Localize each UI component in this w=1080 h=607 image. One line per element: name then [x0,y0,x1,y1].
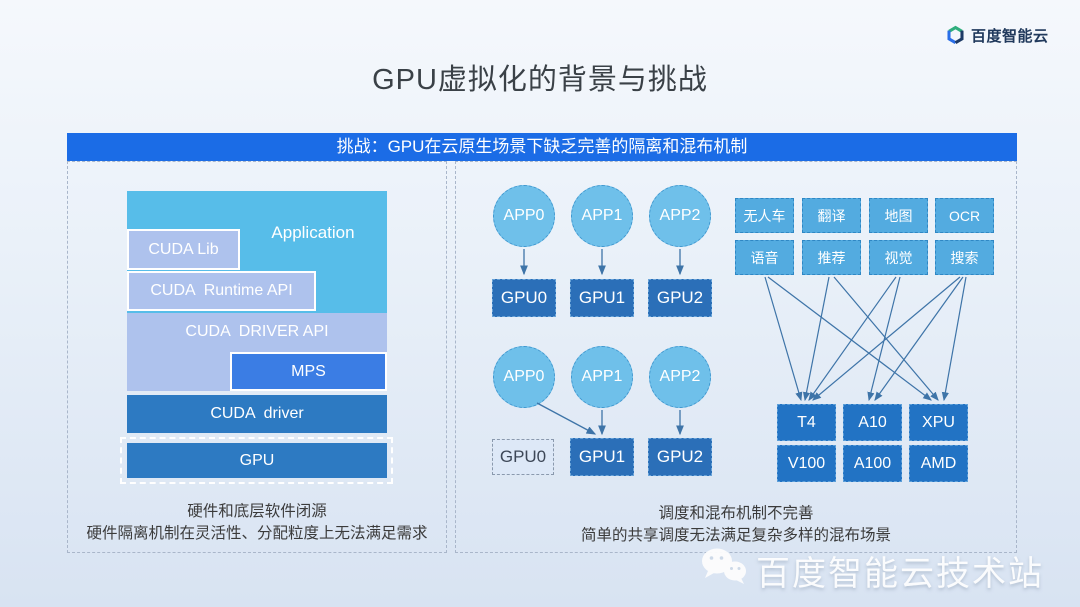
right-panel-scheduling [455,161,1017,553]
baidu-cloud-logo-icon [947,25,964,44]
stack-application-label: Application [271,223,355,242]
gpu-card: V100 [777,445,836,482]
gpu-card: AMD [909,445,968,482]
stack-gpu-dashed-frame [120,437,393,484]
brand-logo-text: 百度智能云 [971,27,1049,45]
stack-mps-box: MPS [230,352,387,391]
gpu-card: XPU [909,404,968,441]
left-caption: 硬件和底层软件闭源 硬件隔离机制在灵活性、分配粒度上无法满足需求 [67,501,447,546]
workload-box: 翻译 [802,198,861,233]
stack-cuda-lib-box: CUDA Lib [127,229,240,270]
stack-gpu-box: GPU [127,443,387,478]
shared-gpu-box: GPU2 [648,438,712,476]
workload-box: OCR [935,198,994,233]
right-caption-line2: 简单的共享调度无法满足复杂多样的混布场景 [580,527,891,545]
page-title: GPU虚拟化的背景与挑战 [372,64,708,96]
exclusive-gpu-box: GPU0 [492,279,556,317]
brand-logo: 百度智能云 [945,24,1049,46]
exclusive-gpu-box: GPU1 [570,279,634,317]
shared-app-circle: APP1 [571,346,633,408]
left-panel-closed-source [67,161,447,553]
gpu-card: T4 [777,404,836,441]
exclusive-gpu-box: GPU2 [648,279,712,317]
left-caption-line1: 硬件和底层软件闭源 [187,503,327,520]
right-caption-line1: 调度和混布机制不完善 [658,505,814,522]
stack-cuda-runtime-box: CUDA Runtime API [127,271,316,311]
left-caption-line2: 硬件隔离机制在灵活性、分配粒度上无法满足需求 [86,525,428,543]
exclusive-app-circle: APP2 [649,185,711,247]
shared-app-circle: APP0 [493,346,555,408]
shared-gpu-idle-box: GPU0 [492,439,554,475]
gpu-card: A10 [843,404,902,441]
shared-gpu-box: GPU1 [570,438,634,476]
watermark-text: 百度智能云技术站 [756,555,1044,593]
gpu-card: A100 [843,445,902,482]
workload-box: 搜索 [935,240,994,275]
challenge-banner: 挑战：GPU在云原生场景下缺乏完善的隔离和混布机制 [67,133,1017,161]
wechat-icon [702,548,746,584]
workload-box: 语音 [735,240,794,275]
stack-cuda-driver-box: CUDA driver [127,395,387,433]
exclusive-app-circle: APP0 [493,185,555,247]
exclusive-app-circle: APP1 [571,185,633,247]
right-caption: 调度和混布机制不完善 简单的共享调度无法满足复杂多样的混布场景 [455,503,1017,548]
workload-box: 无人车 [735,198,794,233]
watermark: 百度智能云技术站 [698,546,1044,595]
workload-box: 推荐 [802,240,861,275]
workload-box: 视觉 [869,240,928,275]
workload-box: 地图 [869,198,928,233]
shared-app-circle: APP2 [649,346,711,408]
